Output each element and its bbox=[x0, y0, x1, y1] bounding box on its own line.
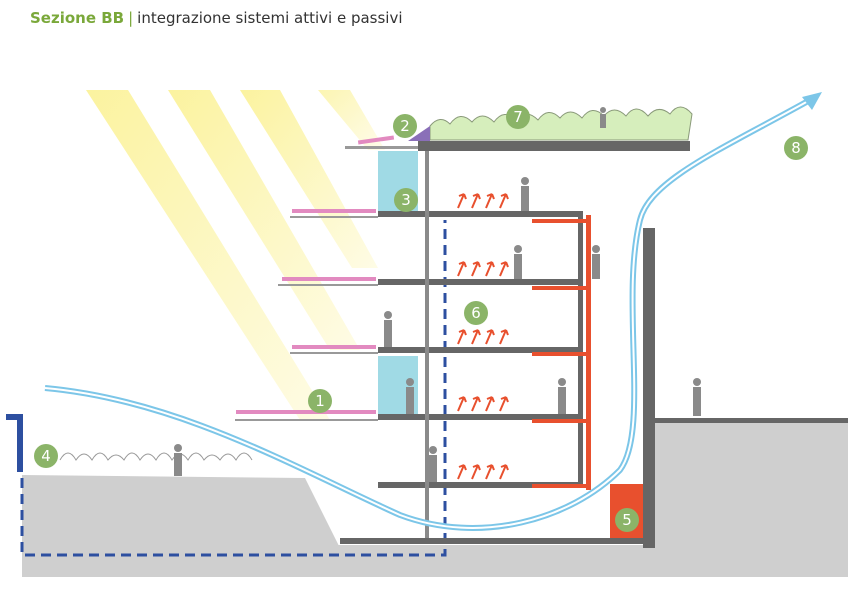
heat-duct-top bbox=[532, 219, 590, 223]
heat-arrow-icon bbox=[471, 396, 481, 412]
svg-text:8: 8 bbox=[791, 139, 801, 157]
marker-6: 6 bbox=[464, 301, 488, 325]
sun-ray-icon bbox=[86, 90, 330, 420]
heat-arrow-icon bbox=[485, 193, 495, 209]
marker-7: 7 bbox=[506, 105, 530, 129]
heat-arrow-icon bbox=[485, 261, 495, 277]
basement-slab bbox=[340, 538, 655, 544]
title-bold: Sezione BB bbox=[30, 9, 125, 27]
heat-arrow-icon bbox=[499, 464, 509, 480]
ground-line-right bbox=[655, 418, 848, 423]
heat-arrow-icon bbox=[457, 464, 467, 480]
solar-panel-icon bbox=[357, 135, 395, 145]
person-icon bbox=[558, 378, 566, 414]
person-icon bbox=[521, 177, 529, 211]
heat-arrow-icon bbox=[499, 396, 509, 412]
heat-arrow-icon bbox=[457, 193, 467, 209]
svg-text:6: 6 bbox=[471, 304, 481, 322]
person-icon bbox=[514, 245, 522, 279]
marker-2: 2 bbox=[393, 114, 417, 138]
person-icon bbox=[693, 378, 701, 416]
marker-5: 5 bbox=[615, 508, 639, 532]
roof-shading-element bbox=[408, 126, 430, 141]
heat-arrow-icon bbox=[485, 396, 495, 412]
air-flow-arrow-inner bbox=[44, 99, 811, 529]
vegetation-icon bbox=[59, 452, 253, 461]
inner-wall bbox=[578, 211, 583, 488]
solar-panel-icon bbox=[292, 209, 376, 213]
floor-slab-1 bbox=[378, 211, 583, 217]
boundary-wall bbox=[6, 414, 23, 472]
floor-slab-5 bbox=[378, 482, 583, 488]
page-title: Sezione BB|integrazione sistemi attivi e… bbox=[30, 8, 403, 28]
heat-duct-5 bbox=[532, 484, 590, 488]
site-boundary bbox=[6, 220, 447, 557]
roof-slab bbox=[418, 141, 690, 151]
heat-arrow-icon bbox=[471, 464, 481, 480]
heat-duct-3 bbox=[532, 352, 590, 356]
person-icon bbox=[592, 245, 600, 279]
solar-panel-icon bbox=[236, 410, 376, 414]
person-icon bbox=[429, 446, 437, 482]
heat-duct-2 bbox=[532, 286, 590, 290]
svg-text:4: 4 bbox=[41, 447, 51, 465]
person-icon bbox=[174, 444, 182, 476]
people bbox=[174, 107, 701, 482]
air-flow bbox=[44, 92, 822, 531]
solar-panels bbox=[236, 135, 395, 414]
heat-arrow-icon bbox=[471, 329, 481, 345]
person-icon bbox=[406, 378, 414, 414]
vegetation bbox=[59, 106, 693, 461]
person-icon bbox=[600, 107, 606, 128]
column-left bbox=[425, 151, 429, 538]
solar-panel-icon bbox=[292, 345, 376, 349]
heat-arrows bbox=[457, 193, 509, 480]
terrain bbox=[22, 418, 848, 577]
floor-slab-3 bbox=[378, 347, 583, 353]
heat-duct-4 bbox=[532, 419, 590, 423]
solar-panel-icon bbox=[282, 277, 376, 281]
air-flow-arrowhead-icon bbox=[802, 92, 822, 110]
svg-text:2: 2 bbox=[400, 117, 410, 135]
heat-arrow-icon bbox=[471, 193, 481, 209]
floor-slab-2 bbox=[378, 279, 583, 285]
heat-arrow-icon bbox=[485, 329, 495, 345]
roof-vegetation-icon bbox=[429, 106, 693, 141]
title-rest: integrazione sistemi attivi e passivi bbox=[137, 9, 403, 27]
terrain-left bbox=[22, 475, 340, 548]
heat-arrow-icon bbox=[499, 193, 509, 209]
boundary-dashed-line bbox=[20, 220, 447, 557]
heat-arrow-icon bbox=[457, 329, 467, 345]
heat-arrow-icon bbox=[485, 464, 495, 480]
retaining-wall bbox=[643, 228, 655, 548]
title-separator: | bbox=[128, 9, 134, 27]
roof-cantilever bbox=[345, 146, 418, 149]
heat-arrow-icon bbox=[457, 261, 467, 277]
heat-arrow-icon bbox=[457, 396, 467, 412]
heat-arrow-icon bbox=[499, 261, 509, 277]
floor-slab-4 bbox=[378, 414, 583, 420]
sun-ray-icon bbox=[318, 90, 385, 150]
marker-3: 3 bbox=[394, 188, 418, 212]
heat-arrow-icon bbox=[499, 329, 509, 345]
heat-arrow-icon bbox=[471, 261, 481, 277]
sun-ray-icon bbox=[240, 90, 378, 268]
marker-8: 8 bbox=[784, 136, 808, 160]
svg-text:1: 1 bbox=[315, 392, 325, 410]
svg-text:7: 7 bbox=[513, 108, 523, 126]
terrain-right bbox=[655, 422, 848, 577]
sun-rays bbox=[86, 90, 385, 420]
svg-text:3: 3 bbox=[401, 191, 411, 209]
person-icon bbox=[384, 311, 392, 347]
marker-4: 4 bbox=[34, 444, 58, 468]
svg-text:5: 5 bbox=[622, 511, 632, 529]
marker-1: 1 bbox=[308, 389, 332, 413]
